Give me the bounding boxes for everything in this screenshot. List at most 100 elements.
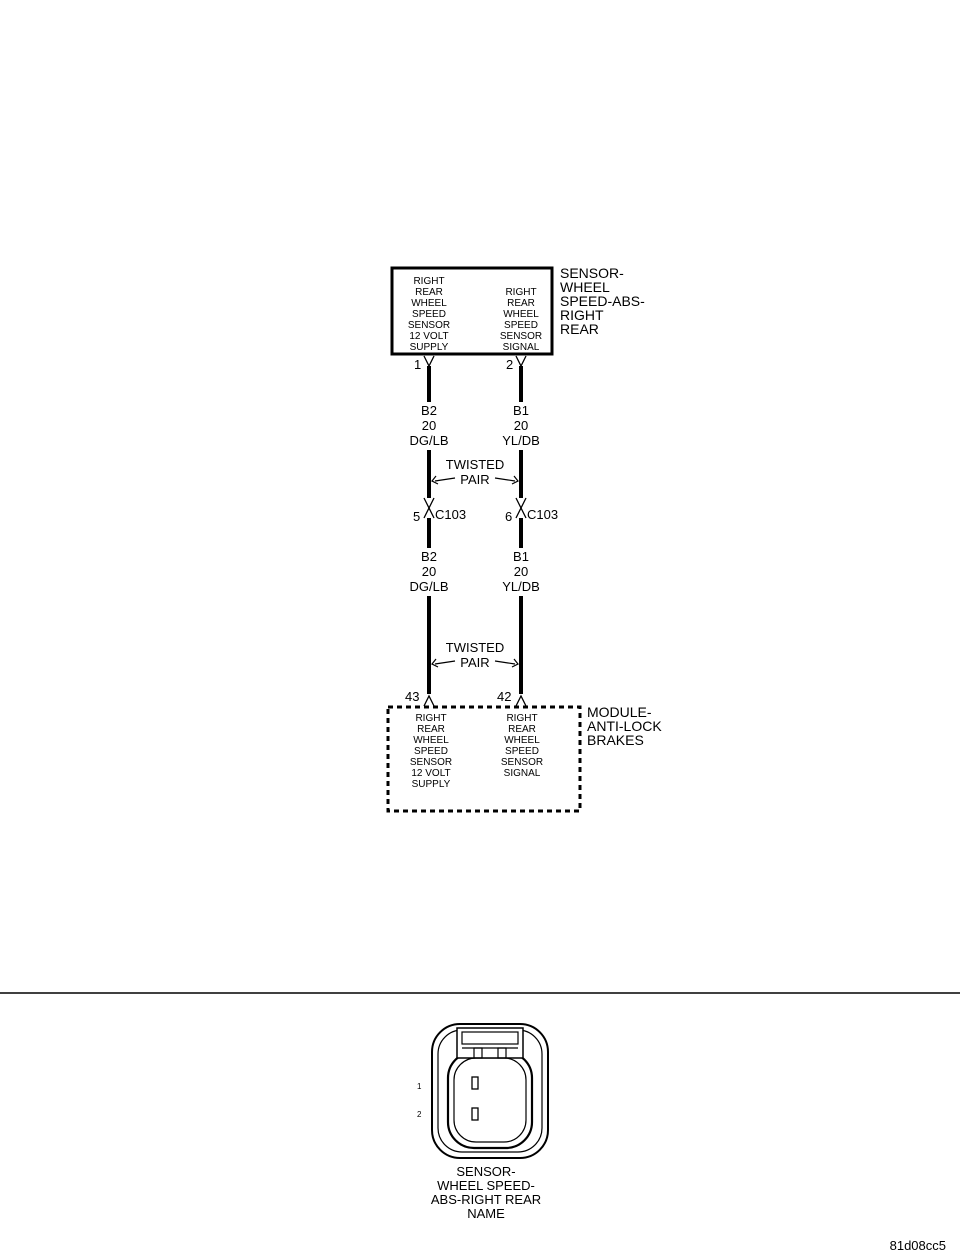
wire-b2-lower-gauge: 20 <box>422 564 436 579</box>
c103-pin6-number: 6 <box>505 509 512 524</box>
twisted-pair-lower-line2: PAIR <box>460 655 489 670</box>
module-pin42-label-line: RIGHT <box>506 713 537 724</box>
sensor-pin2-label: RIGHT REAR WHEEL SPEED SENSOR SIGNAL <box>500 287 542 353</box>
module-pin43-number: 43 <box>405 689 419 704</box>
connector-pin1-label: 1 <box>417 1082 422 1091</box>
module-pin42-label-line: SPEED <box>505 746 539 757</box>
wire-b1-upper-color: YL/DB <box>502 433 540 448</box>
sensor-pin2-label-line: RIGHT <box>505 287 536 298</box>
twisted-pair-upper-arrowhead-left <box>431 475 439 485</box>
sensor-pin1-label-line: SENSOR <box>408 320 450 331</box>
wire-b1-lower-gauge: 20 <box>514 564 528 579</box>
module-name-line: MODULE- <box>587 704 652 720</box>
module-pin43-terminal <box>423 694 435 707</box>
module-pin42-label-line: SIGNAL <box>504 768 541 779</box>
wire-b1-lower-circuit: B1 <box>513 549 529 564</box>
c103-pin6-male-terminal <box>515 506 527 519</box>
twisted-pair-upper-arrow-right <box>494 477 516 482</box>
wire-b2-upper-circuit: B2 <box>421 403 437 418</box>
sensor-name-line: WHEEL <box>560 279 610 295</box>
module-pin43-label-line: 12 VOLT <box>411 768 450 779</box>
twisted-pair-lower-line1: TWISTED <box>446 640 505 655</box>
connector-pin1-slot <box>471 1076 479 1090</box>
figure-id: 81d08cc5 <box>890 1238 946 1253</box>
connector-caption: SENSOR- WHEEL SPEED- ABS-RIGHT REAR NAME <box>431 1164 541 1221</box>
module-pin43-label-line: REAR <box>417 724 445 735</box>
c103-pin6-female-terminal <box>515 497 527 510</box>
wire-b2-lower-color: DG/LB <box>409 579 448 594</box>
wire-b1-upper-gauge: 20 <box>514 418 528 433</box>
module-pin43-label: RIGHT REAR WHEEL SPEED SENSOR 12 VOLT SU… <box>410 713 452 790</box>
wire-b2-upper-color: DG/LB <box>409 433 448 448</box>
connector-cavity-inner <box>453 1057 527 1143</box>
twisted-pair-lower-arrowhead-right <box>511 658 519 668</box>
module-name-line: BRAKES <box>587 732 644 748</box>
sensor-pin1-terminal <box>423 355 435 368</box>
twisted-pair-lower-arrow-right <box>494 660 516 665</box>
module-name: MODULE- ANTI-LOCK BRAKES <box>587 704 662 748</box>
connector-caption-line: NAME <box>467 1206 505 1221</box>
module-pin42-label-line: SENSOR <box>501 757 543 768</box>
sensor-pin1-label-line: 12 VOLT <box>409 331 448 342</box>
c103-label-left: C103 <box>435 507 466 522</box>
sensor-name: SENSOR- WHEEL SPEED-ABS- RIGHT REAR <box>560 265 645 337</box>
connector-lock-tab <box>456 1027 524 1059</box>
sensor-name-line: SPEED-ABS- <box>560 293 645 309</box>
connector-caption-line: ABS-RIGHT REAR <box>431 1192 541 1207</box>
sensor-pin2-label-line: WHEEL <box>503 309 539 320</box>
connector-caption-line: SENSOR- <box>456 1164 515 1179</box>
c103-pin5-number: 5 <box>413 509 420 524</box>
sensor-pin1-label-line: RIGHT <box>413 276 444 287</box>
sensor-pin2-label-line: SENSOR <box>500 331 542 342</box>
connector-lock-notch-right <box>497 1047 507 1059</box>
twisted-pair-upper-line2: PAIR <box>460 472 489 487</box>
twisted-pair-upper-arrow-left <box>434 477 456 482</box>
sensor-pin1-label-line: WHEEL <box>411 298 447 309</box>
twisted-pair-lower-arrowhead-left <box>431 658 439 668</box>
module-pin43-label-line: SENSOR <box>410 757 452 768</box>
module-pin42-terminal <box>515 694 527 707</box>
twisted-pair-upper-line1: TWISTED <box>446 457 505 472</box>
sensor-pin1-number: 1 <box>414 357 421 372</box>
sensor-pin1-label: RIGHT REAR WHEEL SPEED SENSOR 12 VOLT SU… <box>408 276 450 353</box>
twisted-pair-lower-arrow-left <box>434 660 456 665</box>
sensor-pin1-label-line: REAR <box>415 287 443 298</box>
sensor-pin1-label-line: SUPPLY <box>410 342 449 353</box>
sensor-pin2-terminal <box>515 355 527 368</box>
c103-pin5-female-terminal <box>423 497 435 510</box>
connector-lock-notch-left <box>473 1047 483 1059</box>
connector-outer-shell <box>431 1023 549 1159</box>
module-pin43-label-line: WHEEL <box>413 735 449 746</box>
module-pin43-label-line: SUPPLY <box>412 779 451 790</box>
module-pin43-label-line: RIGHT <box>415 713 446 724</box>
sensor-name-line: RIGHT <box>560 307 604 323</box>
sensor-name-line: REAR <box>560 321 599 337</box>
sensor-box <box>390 266 554 356</box>
wire-b2-lower-circuit: B2 <box>421 549 437 564</box>
sensor-pin2-label-line: REAR <box>507 298 535 309</box>
connector-cavity <box>446 1050 534 1150</box>
sensor-pin2-number: 2 <box>506 357 513 372</box>
module-pin42-label-line: REAR <box>508 724 536 735</box>
connector-face-view <box>431 1023 549 1159</box>
connector-pin2-slot <box>471 1107 479 1121</box>
module-pin42-label: RIGHT REAR WHEEL SPEED SENSOR SIGNAL <box>501 713 543 779</box>
wire-b1-upper-circuit: B1 <box>513 403 529 418</box>
sensor-name-line: SENSOR- <box>560 265 624 281</box>
c103-label-right: C103 <box>527 507 558 522</box>
wire-b1-lower-color: YL/DB <box>502 579 540 594</box>
abs-module-box <box>386 705 582 813</box>
connector-pin2-label: 2 <box>417 1110 422 1119</box>
twisted-pair-upper-arrowhead-right <box>511 475 519 485</box>
module-pin42-label-line: WHEEL <box>504 735 540 746</box>
connector-lock-tab-inner <box>461 1031 519 1045</box>
sensor-pin1-label-line: SPEED <box>412 309 446 320</box>
module-name-line: ANTI-LOCK <box>587 718 662 734</box>
sensor-pin2-label-line: SIGNAL <box>503 342 540 353</box>
module-pin43-label-line: SPEED <box>414 746 448 757</box>
connector-caption-line: WHEEL SPEED- <box>437 1178 535 1193</box>
wire-b2-upper-gauge: 20 <box>422 418 436 433</box>
sensor-pin2-label-line: SPEED <box>504 320 538 331</box>
module-pin42-number: 42 <box>497 689 511 704</box>
